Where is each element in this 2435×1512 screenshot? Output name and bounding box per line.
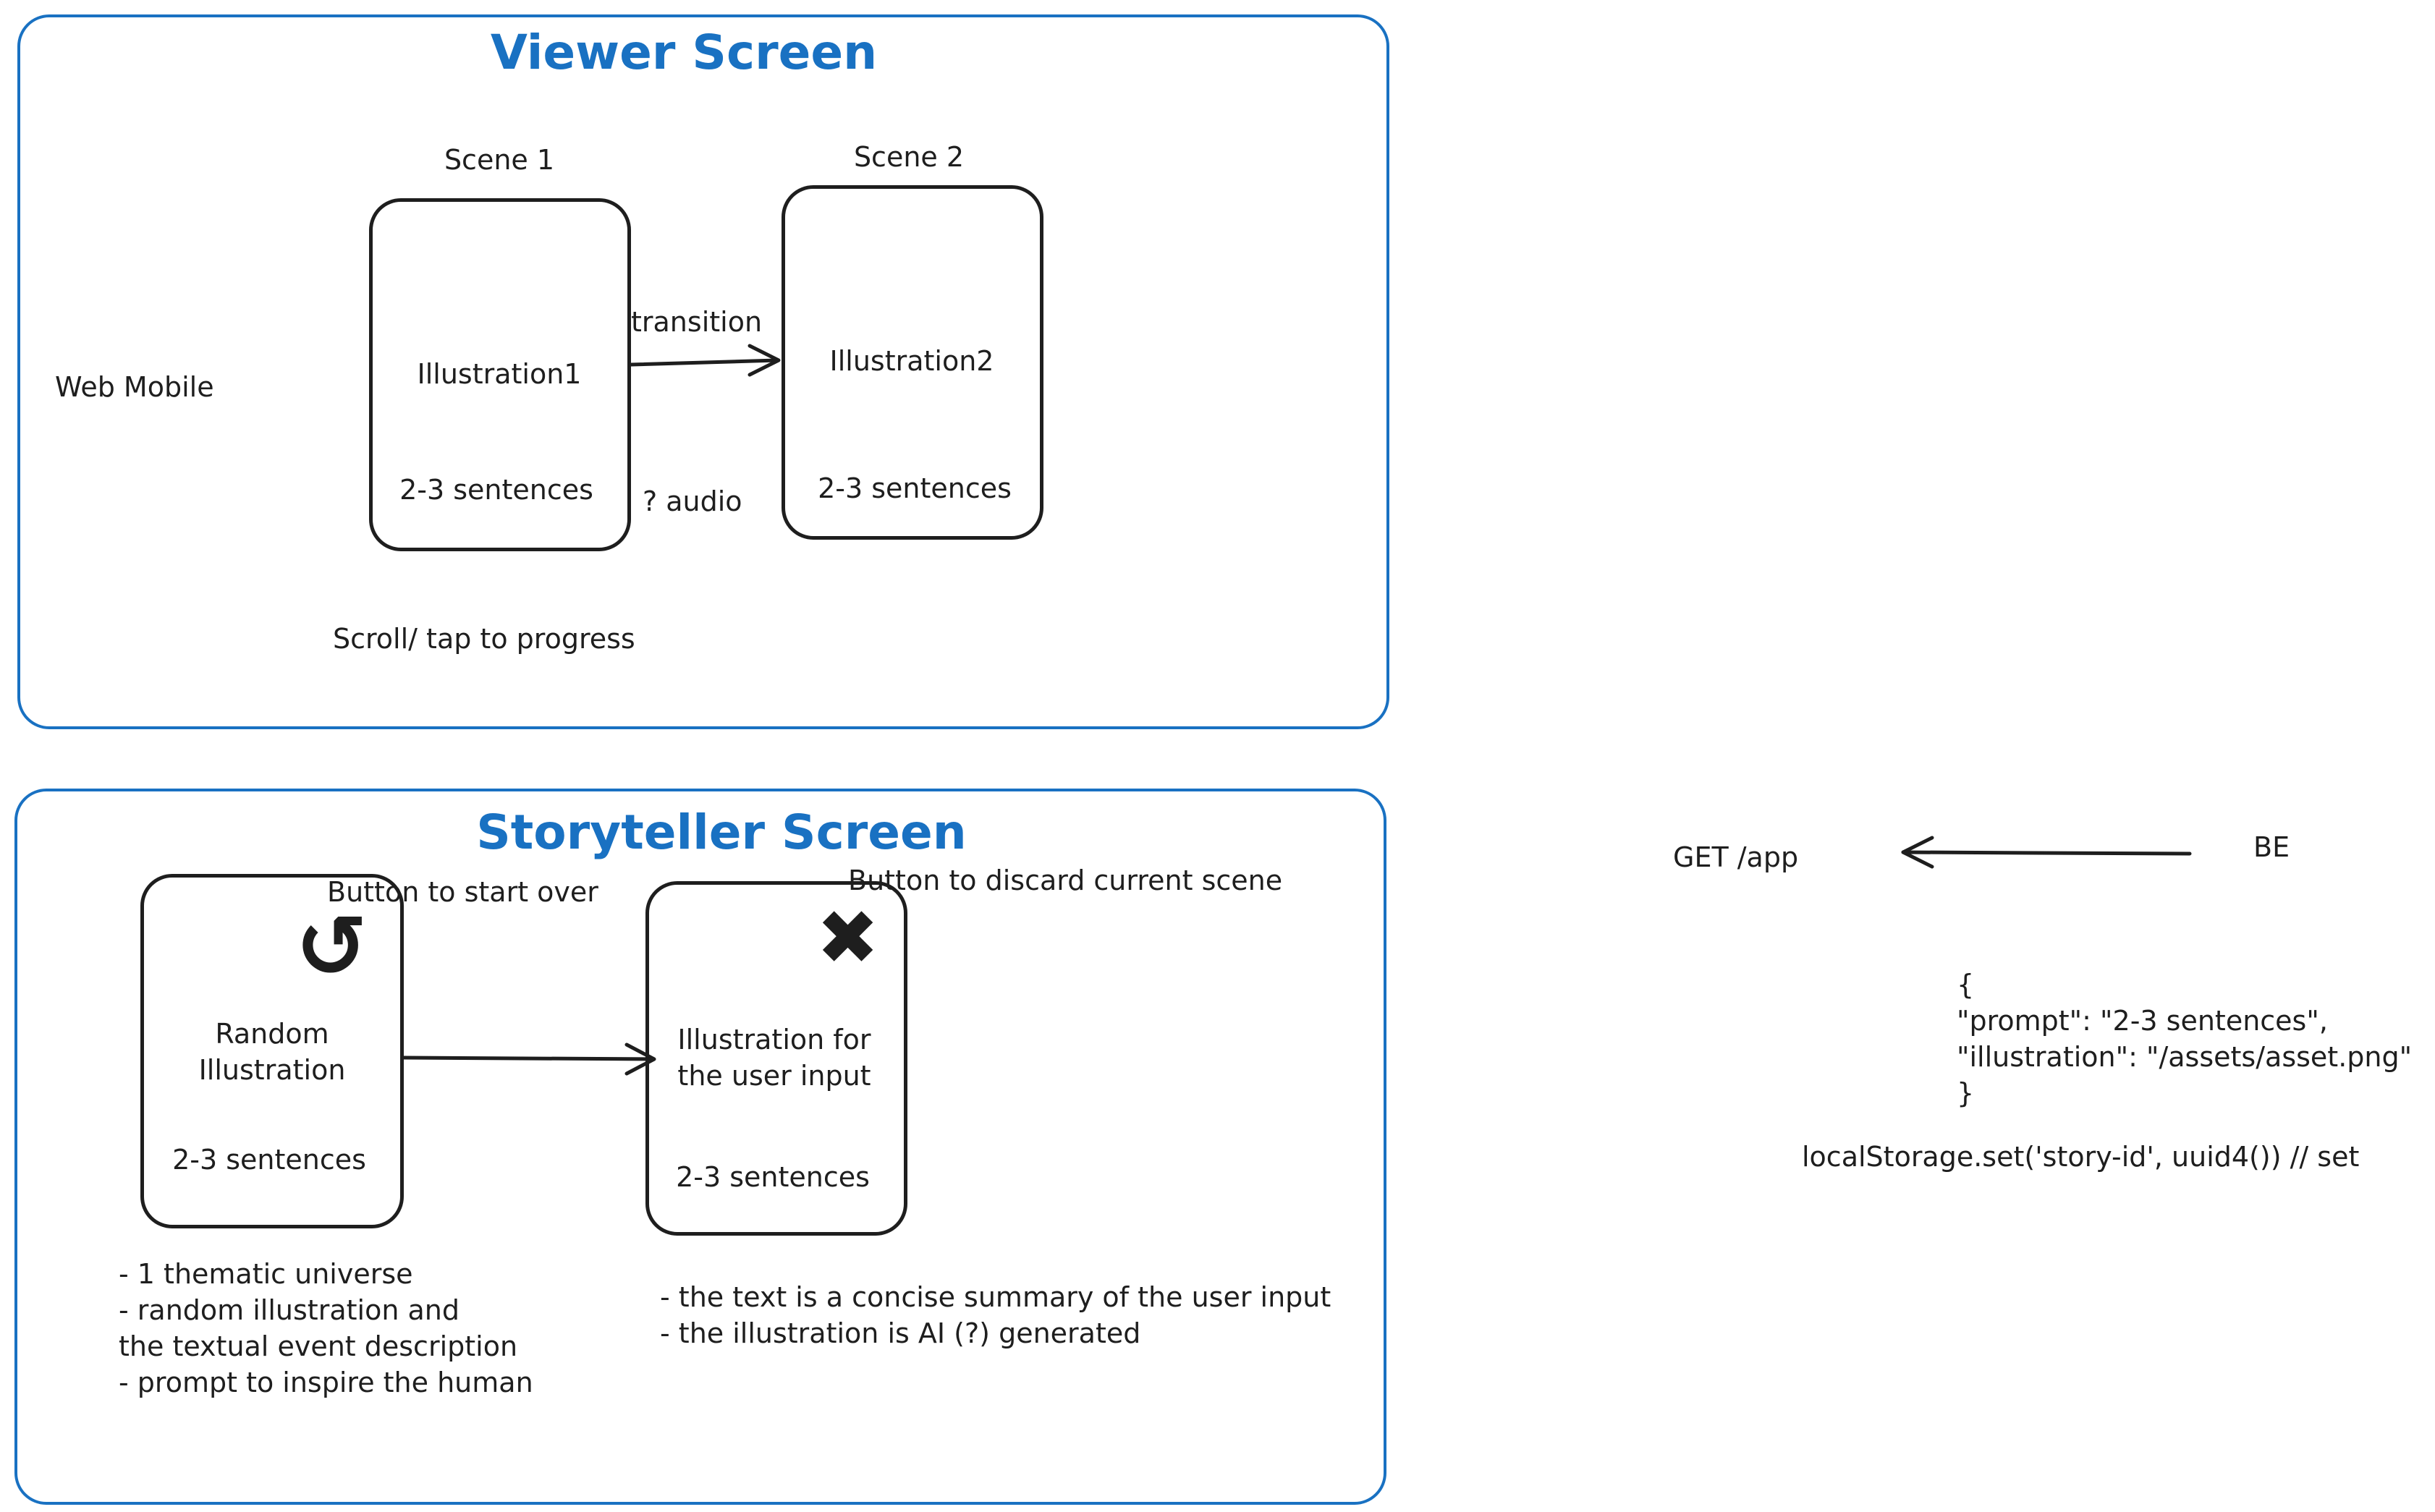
close-icon[interactable]: ✖ bbox=[816, 893, 880, 982]
scene-1-text: 2-3 sentences bbox=[399, 474, 593, 506]
right-notes: - the text is a concise summary of the u… bbox=[660, 1281, 1331, 1350]
transition-arrow bbox=[629, 344, 781, 377]
backend-arrow bbox=[1901, 836, 2192, 869]
storyteller-arrow bbox=[402, 1042, 656, 1076]
platform-label: Web Mobile bbox=[55, 371, 214, 403]
response-json: { "prompt": "2-3 sentences", "illustrati… bbox=[1957, 969, 2413, 1110]
scene-2-label: Scene 2 bbox=[853, 141, 965, 173]
user-input-card bbox=[645, 881, 907, 1236]
restart-icon[interactable]: ↺ bbox=[295, 897, 368, 998]
user-input-text: 2-3 sentences bbox=[676, 1161, 870, 1193]
viewer-screen-title: Viewer Screen bbox=[490, 25, 878, 80]
discard-label: Button to discard current scene bbox=[848, 865, 1283, 896]
scene-1-card bbox=[369, 198, 631, 551]
random-illustration-label: Random Illustration bbox=[198, 1018, 346, 1087]
audio-label: ? audio bbox=[643, 485, 742, 517]
user-input-illustration-label: Illustration for the user input bbox=[677, 1024, 871, 1092]
endpoint-label: GET /app bbox=[1673, 841, 1799, 873]
scene-1-illustration: Illustration1 bbox=[417, 358, 582, 390]
backend-label: BE bbox=[2253, 831, 2290, 863]
random-illustration-text: 2-3 sentences bbox=[172, 1144, 366, 1176]
viewer-screen-frame bbox=[17, 14, 1389, 729]
random-illustration-card bbox=[140, 874, 404, 1228]
storyteller-screen-frame bbox=[14, 789, 1386, 1505]
start-over-label: Button to start over bbox=[327, 876, 598, 908]
scene-1-label: Scene 1 bbox=[444, 144, 555, 176]
scene-2-card bbox=[782, 185, 1043, 540]
left-notes: - 1 thematic universe - random illustrat… bbox=[119, 1258, 533, 1399]
local-storage-label: localStorage.set('story-id', uuid4()) //… bbox=[1802, 1141, 2360, 1173]
progress-label: Scroll/ tap to progress bbox=[333, 623, 635, 655]
transition-label: transition bbox=[631, 306, 763, 338]
scene-2-text: 2-3 sentences bbox=[818, 472, 1012, 504]
scene-2-illustration: Illustration2 bbox=[829, 345, 994, 377]
storyteller-screen-title: Storyteller Screen bbox=[476, 804, 967, 860]
